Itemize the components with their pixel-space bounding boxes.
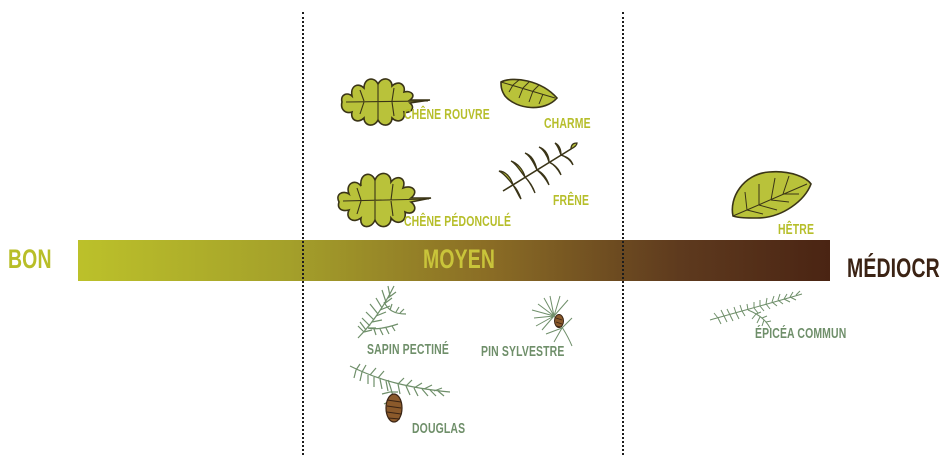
ash-leaf-icon xyxy=(497,143,577,199)
tree-label-douglas: DOUGLAS xyxy=(412,421,465,437)
hornbeam-leaf-icon xyxy=(499,76,561,114)
zone-divider-right xyxy=(622,12,624,455)
scale-label-mediocre: MÉDIOCRE xyxy=(847,253,940,284)
tree-label-chene-pedoncule: CHÊNE PÉDONCULÉ xyxy=(404,214,511,230)
zone-divider-left xyxy=(302,12,304,455)
scale-label-moyen: MOYEN xyxy=(423,244,495,275)
tree-label-chene-rouvre: CHÊNE ROUVRE xyxy=(404,107,490,123)
beech-leaf-icon xyxy=(729,170,813,220)
tree-label-pin-sylvestre: PIN SYLVESTRE xyxy=(481,344,564,360)
tree-label-hetre: HÊTRE xyxy=(778,222,814,238)
tree-label-charme: CHARME xyxy=(544,116,591,132)
oak-leaf-icon xyxy=(338,72,433,132)
spruce-branch-icon xyxy=(708,290,804,330)
tree-label-epicea-commun: ÉPICÉA COMMUN xyxy=(755,326,846,342)
pine-branch-icon xyxy=(526,292,576,348)
tree-label-frene: FRÊNE xyxy=(553,193,589,209)
fir-branch-icon xyxy=(354,284,408,342)
scale-label-bon: BON xyxy=(8,244,52,275)
tree-label-sapin-pectine: SAPIN PECTINÉ xyxy=(367,342,449,358)
